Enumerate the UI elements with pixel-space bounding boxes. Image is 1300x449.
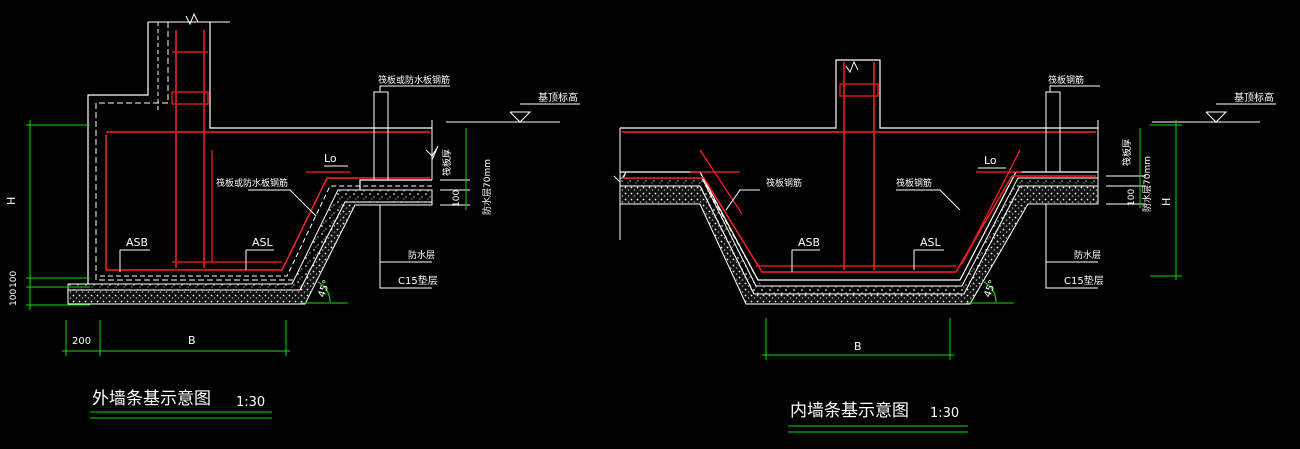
right-rebar-trough — [622, 175, 1096, 273]
left-label-asb: ASB — [126, 236, 148, 249]
right-label-protect: 防水层70mm — [1141, 156, 1153, 212]
right-dim-h: H — [1160, 198, 1173, 206]
left-rebar-outline — [105, 135, 430, 271]
outer-wall-detail: 筏板或防水板钢筋 筏板或防水板钢筋 基顶标高 Lo ASB ASL 筏板厚 防水… — [5, 12, 580, 419]
right-scale: 1:30 — [930, 406, 959, 421]
right-label-asb: ASB — [798, 236, 820, 249]
right-label-top-rebar: 筏板钢筋 — [1048, 74, 1084, 86]
left-label-protect: 防水层70mm — [481, 159, 493, 215]
right-label-top-elev: 基顶标高 — [1234, 91, 1274, 104]
right-label-lo: Lo — [984, 154, 997, 167]
left-dim-100-b: 100 — [9, 289, 19, 306]
left-label-thickness: 筏板厚 — [441, 149, 453, 176]
right-dim-100: 100 — [1127, 189, 1137, 206]
left-label-cushion: C15垫层 — [398, 274, 438, 287]
left-scale: 1:30 — [236, 395, 265, 410]
left-label-mid-rebar: 筏板或防水板钢筋 — [216, 177, 288, 189]
right-label-cushion: C15垫层 — [1064, 274, 1104, 287]
left-label-lo: Lo — [324, 152, 337, 165]
left-label-top-elev: 基顶标高 — [538, 91, 578, 104]
left-dim-h: H — [5, 197, 18, 205]
left-wall-inner-line — [95, 22, 293, 281]
right-label-mid-rebar-l: 筏板钢筋 — [766, 177, 802, 189]
left-label-angle: 45° — [316, 279, 332, 299]
left-title: 外墙条基示意图 — [92, 389, 211, 409]
right-label-angle: 45° — [982, 279, 998, 299]
left-dim-100-a: 100 — [9, 271, 19, 288]
right-label-thickness: 筏板厚 — [1121, 139, 1133, 166]
left-dim-100-c: 100 — [452, 190, 462, 207]
left-label-asl: ASL — [252, 236, 274, 249]
left-dim-b: B — [188, 334, 196, 347]
right-concrete-outline — [620, 59, 1098, 129]
right-dim-b: B — [854, 340, 862, 353]
inner-wall-detail: 筏板钢筋 筏板钢筋 筏板钢筋 基顶标高 Lo ASB ASL 筏板厚 防水层70… — [613, 59, 1276, 433]
right-trough-line — [620, 171, 1098, 281]
right-label-mid-rebar-r: 筏板钢筋 — [896, 177, 932, 189]
left-label-top-rebar: 筏板或防水板钢筋 — [378, 74, 450, 86]
right-label-asl: ASL — [920, 236, 942, 249]
right-label-waterproof: 防水层 — [1074, 249, 1101, 261]
right-title: 内墙条基示意图 — [790, 401, 909, 421]
left-label-waterproof: 防水层 — [408, 249, 435, 261]
left-dim-200: 200 — [72, 336, 91, 347]
